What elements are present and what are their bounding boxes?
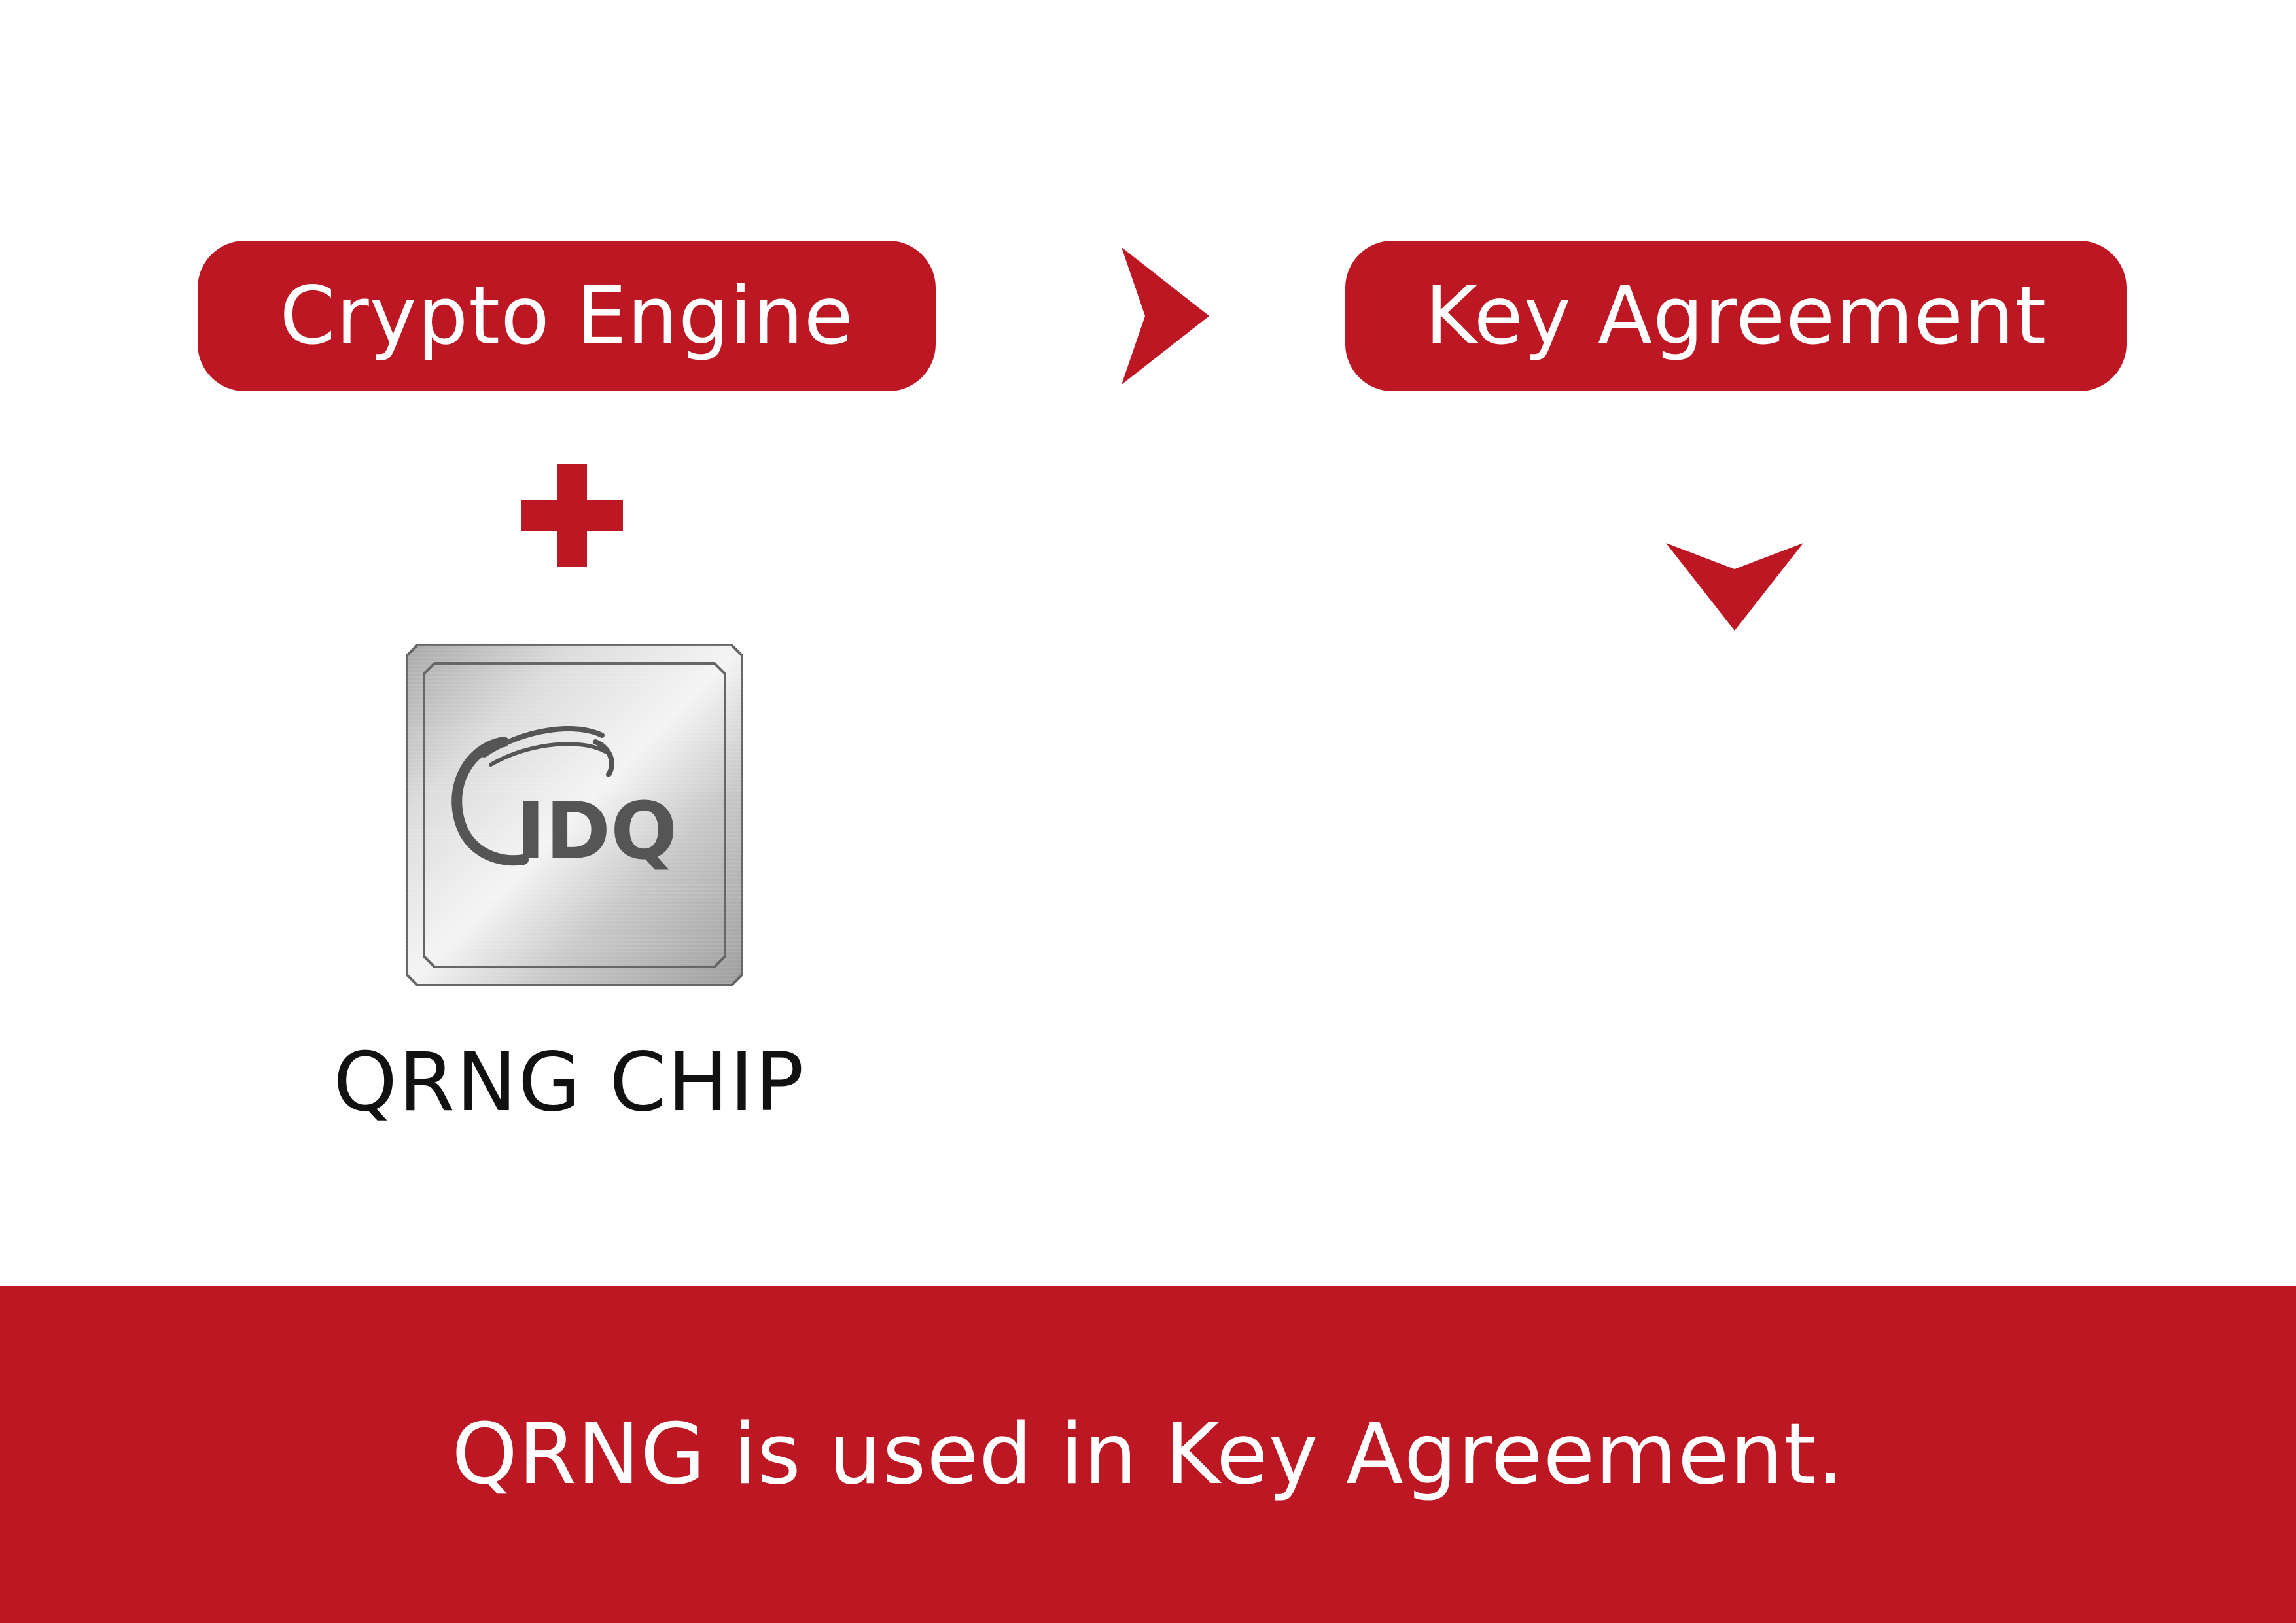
arrow-right-icon <box>1122 247 1209 385</box>
qrng-chip-label: QRNG CHIP <box>333 1036 805 1130</box>
qrng-chip-icon: IDQ <box>406 644 743 986</box>
key-agreement-label: Key Agreement <box>1424 270 2047 362</box>
footer-caption: QRNG is used in Key Agreement. <box>451 1406 1845 1503</box>
crypto-engine-box: Crypto Engine <box>198 241 936 391</box>
idq-logo: IDQ <box>451 726 677 877</box>
plus-icon <box>521 464 623 567</box>
arrow-down-icon <box>1666 543 1803 631</box>
footer-banner: QRNG is used in Key Agreement. <box>0 1286 2296 1623</box>
key-agreement-box: Key Agreement <box>1345 241 2127 391</box>
idq-logo-text: IDQ <box>516 786 677 877</box>
crypto-engine-label: Crypto Engine <box>279 270 854 362</box>
